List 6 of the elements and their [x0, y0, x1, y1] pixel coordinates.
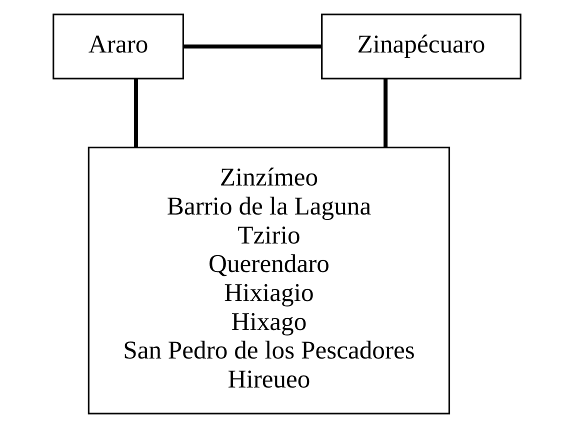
connector	[383, 79, 388, 148]
node-box: Araro	[52, 14, 184, 80]
node-box: Zinapécuaro	[320, 14, 521, 80]
node-box: Zinzímeo Barrio de la Laguna Tzirio Querendaro Hixiagio Hixago San Pedro de los Pescadores Hireueo	[87, 146, 450, 414]
connector	[182, 44, 322, 49]
connector	[133, 79, 138, 148]
